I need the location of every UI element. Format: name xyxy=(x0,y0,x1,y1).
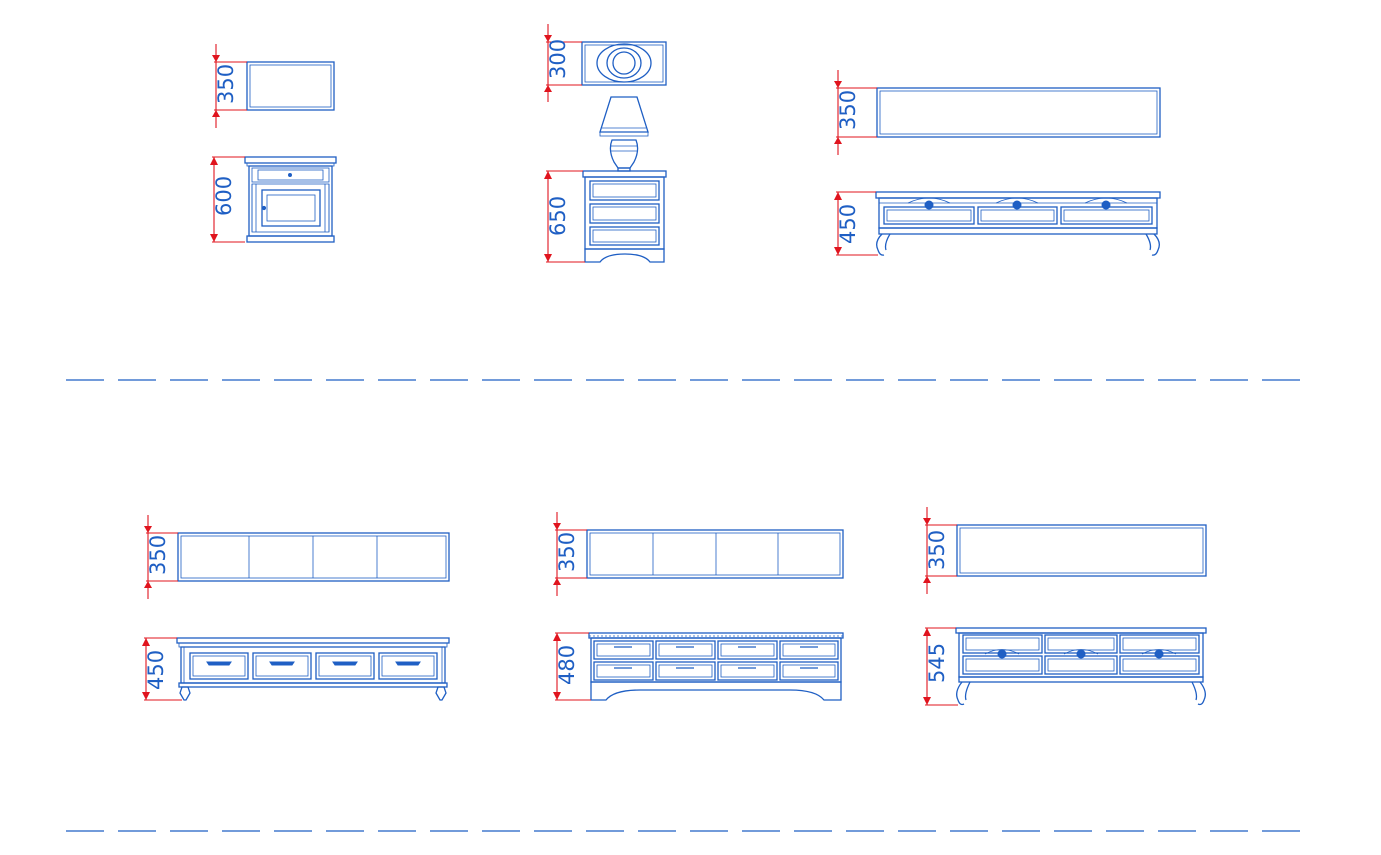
nightstand-top-dimension: 350 xyxy=(212,44,247,128)
cabinet-4-drawer-elevation xyxy=(176,637,450,701)
dim-label-console-top: 350 xyxy=(925,530,949,570)
tv-cabinet-long-top-view xyxy=(876,87,1161,138)
console-top-view xyxy=(956,524,1207,577)
drawer8-height-dimension: 480 xyxy=(553,632,591,701)
dim-label-console-height: 545 xyxy=(925,643,949,683)
dim-label-tv-long-height: 450 xyxy=(836,204,860,244)
dim-label-drawer8-top: 350 xyxy=(555,532,579,572)
dim-label-cabinet4-top: 350 xyxy=(146,535,170,575)
cabinet4-height-dimension: 450 xyxy=(142,637,182,701)
nightstand-front-view xyxy=(244,156,337,243)
dim-label-nightstand-height: 600 xyxy=(212,176,236,216)
cabinet-4-drawer-top-view xyxy=(177,532,450,582)
tv-long-height-dimension: 450 xyxy=(834,191,878,256)
dim-label-drawer8-height: 480 xyxy=(555,645,579,685)
lamp-top-dimension: 300 xyxy=(544,24,582,102)
dim-label-cabinet4-height: 450 xyxy=(144,650,168,690)
console-top-dimension: 350 xyxy=(923,507,957,594)
cabinet4-top-dimension: 350 xyxy=(144,515,178,599)
console-height-dimension: 545 xyxy=(923,627,958,706)
chest-height-dimension: 650 xyxy=(544,170,585,263)
drawer-8-top-view xyxy=(586,529,844,579)
dim-label-nightstand-top: 350 xyxy=(214,64,238,104)
nightstand-top-view xyxy=(246,61,335,111)
lamp-top-view xyxy=(581,41,667,86)
drawer-8-elevation xyxy=(588,632,844,701)
dim-label-chest-height: 650 xyxy=(546,196,570,236)
tv-cabinet-long-elevation xyxy=(875,191,1161,256)
dim-label-tv-long-top: 350 xyxy=(836,90,860,130)
tv-long-top-dimension: 350 xyxy=(834,70,877,155)
nightstand-height-dimension: 600 xyxy=(210,156,245,243)
console-elevation xyxy=(955,627,1207,706)
drawer8-top-dimension: 350 xyxy=(553,512,587,596)
table-lamp-elevation xyxy=(599,96,649,172)
dim-label-lamp-top: 300 xyxy=(546,39,570,79)
chest-of-drawers-elevation xyxy=(582,170,667,263)
